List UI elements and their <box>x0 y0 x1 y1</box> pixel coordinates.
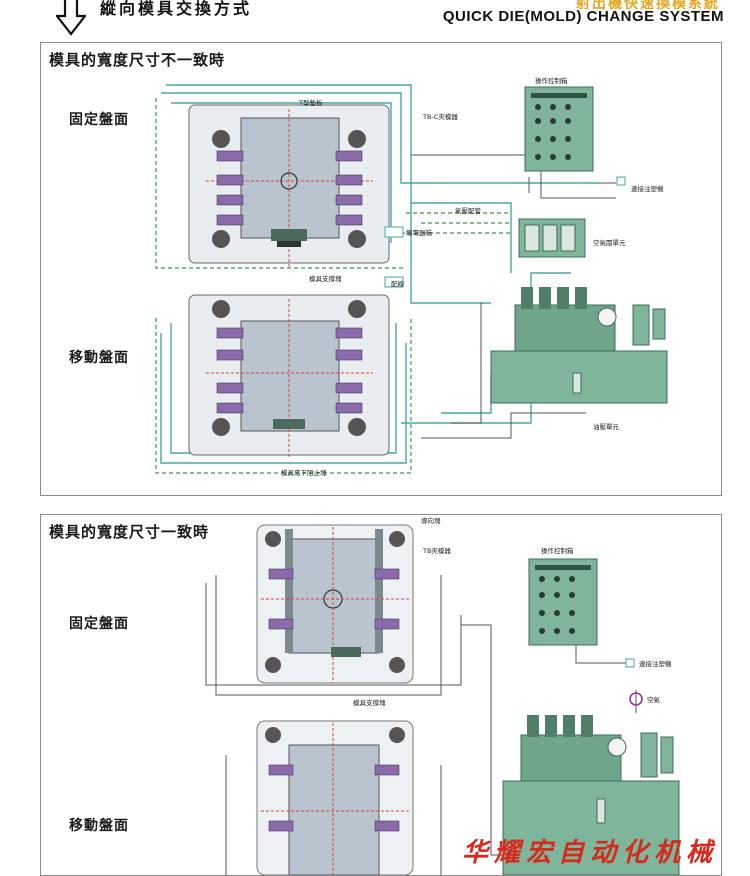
clamp-group <box>216 150 363 226</box>
tie-bar-hole <box>212 300 230 318</box>
guide-block <box>285 529 293 653</box>
label-control-box: 操作控制箱 <box>541 546 574 555</box>
label-to-molding-machine: 連接注塑機 <box>639 659 672 668</box>
filter-unit <box>640 732 658 778</box>
air-valve-unit <box>518 218 586 258</box>
panel1-title: 模具的寬度尺寸不一致時 <box>49 51 226 69</box>
control-box <box>524 86 594 172</box>
label-air-pipe: 氣壓配管 <box>455 206 482 215</box>
moving-plate <box>188 294 390 459</box>
header-cut-text: 射出機快速換模系統 <box>576 0 720 12</box>
label-mold-support: 模具支撐塊 <box>309 274 342 283</box>
page-header: 縱向模具交換方式 射出機快速換模系統 QUICK DIE(MOLD) CHANG… <box>0 0 750 36</box>
panel1-diagram: T型墊板 TB-C夾模器 操作控制箱 連接注塑機 氣壓配管 繼電器箱 空氣閥單元… <box>155 76 668 477</box>
moving-plate-label: 移動盤面 <box>69 350 129 366</box>
mold-support-block <box>271 229 307 241</box>
panel-width-consistent: 模具的寬度尺寸一致時 固定盤面 移動盤面 <box>40 514 722 876</box>
tie-bar-hole <box>389 727 405 743</box>
tie-bar-hole <box>389 531 405 547</box>
label-wiring: 配線 <box>391 279 405 288</box>
mold-block <box>240 320 340 432</box>
label-mold-support: 模具支撐塊 <box>353 698 386 707</box>
header-title: 縱向模具交換方式 <box>100 0 253 18</box>
label-junction-box: 繼電器箱 <box>406 228 433 237</box>
down-arrow-icon <box>56 0 86 36</box>
panel-width-inconsistent: 模具的寬度尺寸不一致時 固定盤面 移動盤面 <box>40 42 722 496</box>
moving-plate-label: 移動盤面 <box>69 818 129 834</box>
label-air-valve-unit: 空氣閥單元 <box>593 238 626 247</box>
filter-unit <box>632 304 650 346</box>
clamp-group <box>268 568 400 630</box>
panel2-title: 模具的寬度尺寸一致時 <box>49 523 210 541</box>
header-title-en: QUICK DIE(MOLD) CHANGE SYSTEM <box>442 8 724 25</box>
clamp-group <box>216 327 363 414</box>
tie-bar-hole <box>265 531 281 547</box>
label-hydraulic-unit: 油壓單元 <box>593 422 620 431</box>
mold-block <box>288 538 380 654</box>
panel2-diagram: 導向塊 TB夾模器 操作控制箱 連接注塑機 空氣 模具支撐塊 <box>205 516 680 875</box>
tie-bar-hole <box>348 300 366 318</box>
tie-bar-hole <box>212 230 230 248</box>
tie-bar-hole <box>212 418 230 436</box>
panel1-air-lines <box>155 98 511 474</box>
hydraulic-unit <box>502 715 680 875</box>
moving-plate <box>256 720 414 875</box>
fixed-plate-label: 固定盤面 <box>69 112 129 128</box>
label-tb-clamp: TB夾模器 <box>422 546 451 555</box>
tie-bar-hole <box>348 130 366 148</box>
control-box <box>528 558 598 646</box>
tie-bar-hole <box>389 657 405 673</box>
label-air: 空氣 <box>647 695 661 704</box>
tie-bar-hole <box>348 418 366 436</box>
label-to-molding-machine: 連接注塑機 <box>631 184 664 193</box>
panel2-piping <box>205 575 637 875</box>
label-control-box: 操作控制箱 <box>535 76 568 85</box>
fixed-plate <box>188 104 390 268</box>
clamp-group <box>268 764 400 832</box>
mold-support-block <box>331 647 361 657</box>
watermark: 华耀宏自动化机械 <box>462 838 719 868</box>
mold-block <box>288 744 380 875</box>
tie-bar-hole <box>348 230 366 248</box>
guide-block <box>375 529 383 653</box>
pressure-gauge-icon <box>607 737 627 757</box>
tie-bar-hole <box>265 727 281 743</box>
drop-stopper-block <box>273 419 305 429</box>
mold-block <box>240 117 340 239</box>
air-inlet-icon <box>629 692 643 706</box>
pressure-gauge-icon <box>597 307 617 327</box>
fixed-plate <box>256 524 414 684</box>
label-drop-stopper: 模具落下阻止塊 <box>281 468 327 477</box>
tie-bar-hole <box>265 657 281 673</box>
fixed-plate-label: 固定盤面 <box>69 616 129 632</box>
label-t-block: T型墊板 <box>298 98 323 107</box>
hydraulic-unit <box>490 287 668 404</box>
tie-bar-hole <box>212 130 230 148</box>
label-guide-block: 導向塊 <box>421 516 441 525</box>
label-tb-c-clamp: TB-C夾模器 <box>422 112 458 121</box>
